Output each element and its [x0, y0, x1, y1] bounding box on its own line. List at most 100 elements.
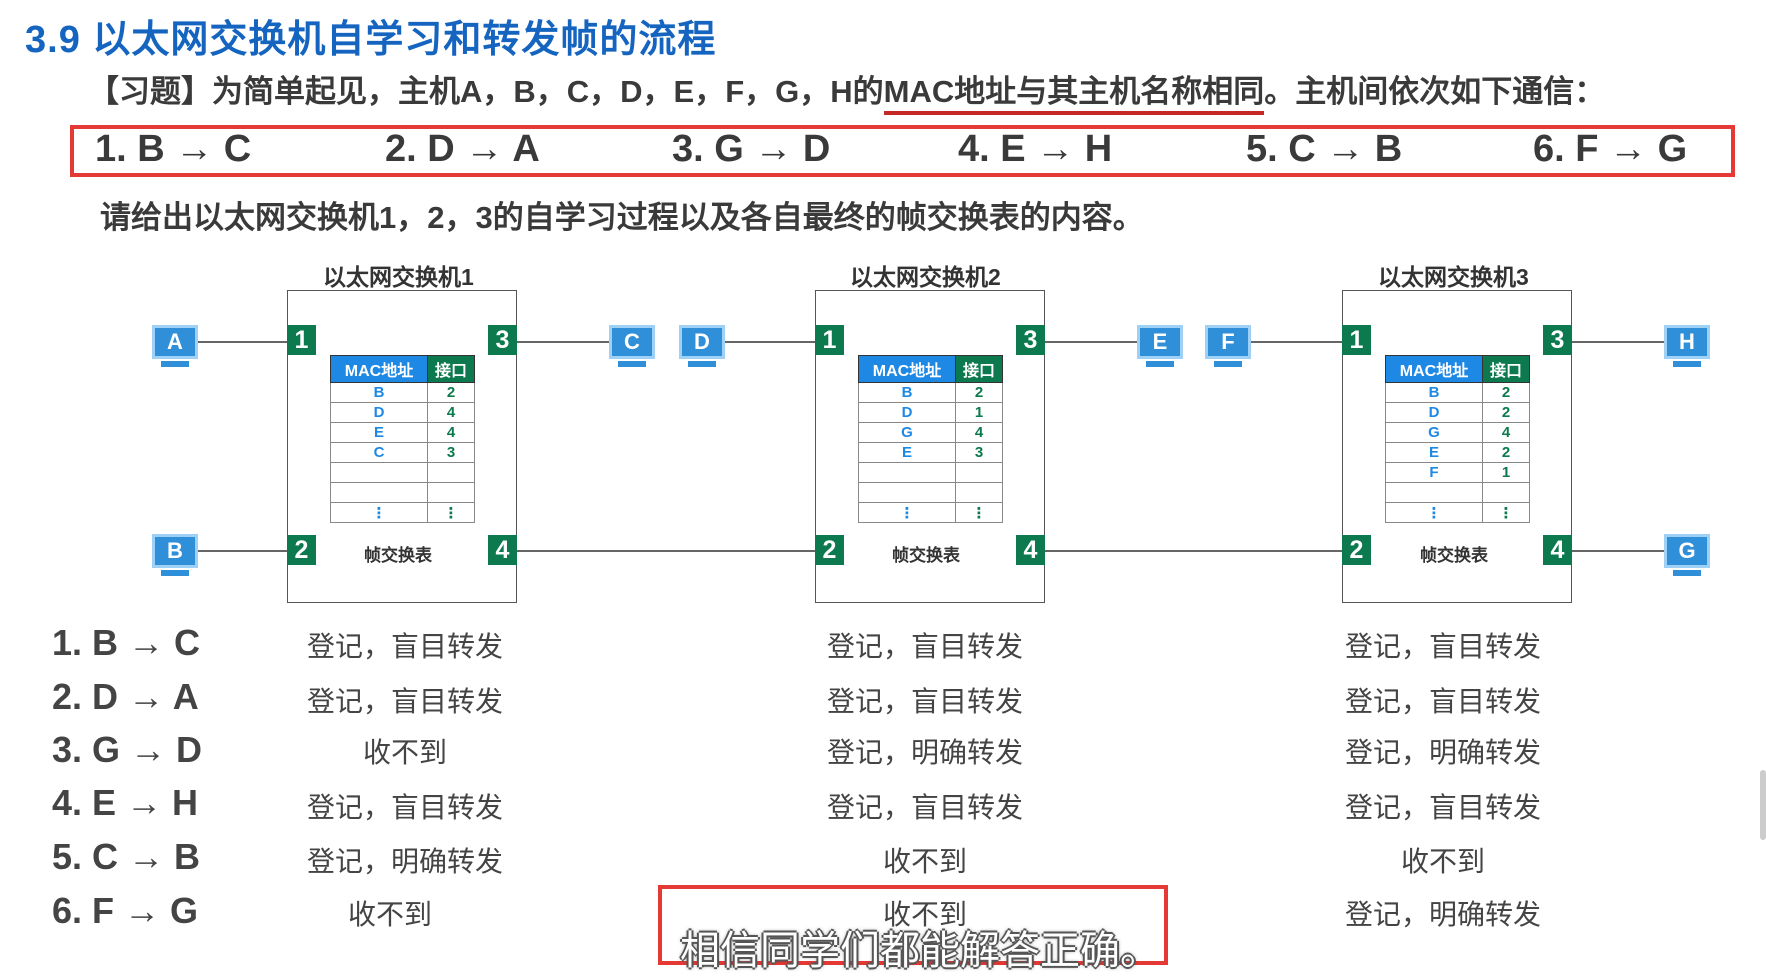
port-cell: 2: [955, 382, 1003, 403]
mac-cell: ⋮: [1385, 502, 1483, 523]
link-sw2-sw3: [1045, 550, 1342, 552]
problem-suffix: 。主机间依次如下通信：: [1264, 74, 1606, 109]
result-sw2: 登记，盲目转发: [826, 631, 1023, 662]
result-row-label: 4. E → H: [52, 782, 199, 823]
sequence-item: 6. F → G: [1533, 128, 1688, 170]
mac-header: MAC地址: [858, 355, 956, 383]
mac-cell: G: [1385, 422, 1483, 443]
host-D: D: [679, 325, 725, 367]
port-header: 接口: [1482, 355, 1530, 383]
port-cell: ⋮: [1482, 502, 1530, 523]
table-row: ⋮⋮: [858, 502, 1003, 523]
link-B-sw1: [195, 550, 287, 552]
port-cell: 1: [955, 402, 1003, 423]
monitor-stand: [688, 361, 716, 367]
mac-cell: C: [330, 442, 428, 463]
sequence-item: 3. G → D: [672, 128, 831, 170]
result-sw1: 收不到: [347, 899, 432, 930]
result-sw2: 收不到: [882, 846, 967, 877]
problem-prefix: 【习题】为简单起见，主机A，B，C，D，E，F，G，H的: [88, 74, 884, 109]
result-row-label: 6. F → G: [52, 890, 199, 931]
mac-cell: F: [1385, 462, 1483, 483]
link-A-sw1: [195, 341, 287, 343]
table-row: [330, 462, 475, 483]
result-sw2: 登记，明确转发: [826, 737, 1023, 768]
switch-2-port-2: 2: [815, 535, 844, 565]
host-B: B: [152, 534, 198, 576]
switch-2-port-1: 1: [815, 325, 844, 355]
result-sw2: 收不到: [882, 899, 967, 930]
port-cell: [955, 482, 1003, 503]
link-sw3-G: [1572, 550, 1664, 552]
host-H: H: [1664, 325, 1710, 367]
switch-3-port-4: 4: [1543, 535, 1572, 565]
switch-1-port-4: 4: [488, 535, 517, 565]
switch-2-title: 以太网交换机2: [850, 264, 1001, 290]
switch-3-port-3: 3: [1543, 325, 1572, 355]
result-sw2: 登记，盲目转发: [826, 686, 1023, 717]
request-text: 请给出以太网交换机1，2，3的自学习过程以及各自最终的帧交换表的内容。: [100, 200, 1144, 235]
port-cell: 4: [427, 422, 475, 443]
computer-icon: A: [152, 325, 198, 359]
switch-2-table-caption: 帧交换表: [892, 546, 960, 565]
port-cell: [1482, 482, 1530, 503]
port-cell: 4: [1482, 422, 1530, 443]
mac-header: MAC地址: [1385, 355, 1483, 383]
result-sw1: 登记，盲目转发: [306, 792, 503, 823]
mac-cell: [1385, 482, 1483, 503]
switch-3-port-1: 1: [1342, 325, 1371, 355]
result-sw1: 登记，明确转发: [306, 846, 503, 877]
port-cell: 2: [427, 382, 475, 403]
monitor-stand: [1673, 361, 1701, 367]
switch-3-port-2: 2: [1342, 535, 1371, 565]
switch-1-title: 以太网交换机1: [323, 264, 474, 290]
mac-cell: ⋮: [330, 502, 428, 523]
mac-cell: [858, 482, 956, 503]
host-F: F: [1205, 325, 1251, 367]
mac-cell: E: [1385, 442, 1483, 463]
computer-icon: B: [152, 534, 198, 568]
link-sw3-H: [1572, 341, 1664, 343]
port-cell: 2: [1482, 402, 1530, 423]
table-row: [858, 462, 1003, 483]
computer-icon: F: [1205, 325, 1251, 359]
port-cell: 2: [1482, 442, 1530, 463]
result-sw3: 登记，盲目转发: [1344, 631, 1541, 662]
mac-cell: ⋮: [858, 502, 956, 523]
table-row: ⋮⋮: [1385, 502, 1530, 523]
table-row: [858, 482, 1003, 503]
link-sw1-C: [517, 341, 609, 343]
result-row-label: 1. B → C: [52, 622, 201, 663]
result-sw2: 登记，盲目转发: [826, 792, 1023, 823]
result-sw1: 登记，盲目转发: [306, 631, 503, 662]
mac-cell: [330, 462, 428, 483]
host-C: C: [609, 325, 655, 367]
problem-statement: 【习题】为简单起见，主机A，B，C，D，E，F，G，H的MAC地址与其主机名称相…: [88, 66, 1606, 115]
link-F-sw3: [1248, 341, 1342, 343]
port-cell: [955, 462, 1003, 483]
problem-underlined: MAC地址与其主机名称相同: [883, 74, 1265, 115]
table-row: ⋮⋮: [330, 502, 475, 523]
mac-cell: E: [858, 442, 956, 463]
host-A: A: [152, 325, 198, 367]
mac-cell: B: [1385, 382, 1483, 403]
computer-icon: H: [1664, 325, 1710, 359]
mac-cell: D: [1385, 402, 1483, 423]
table-row: [1385, 482, 1530, 503]
port-header: 接口: [955, 355, 1003, 383]
switch-1-port-2: 2: [287, 535, 316, 565]
scrollbar[interactable]: [1760, 770, 1766, 840]
switch-2-port-4: 4: [1016, 535, 1045, 565]
computer-icon: C: [609, 325, 655, 359]
